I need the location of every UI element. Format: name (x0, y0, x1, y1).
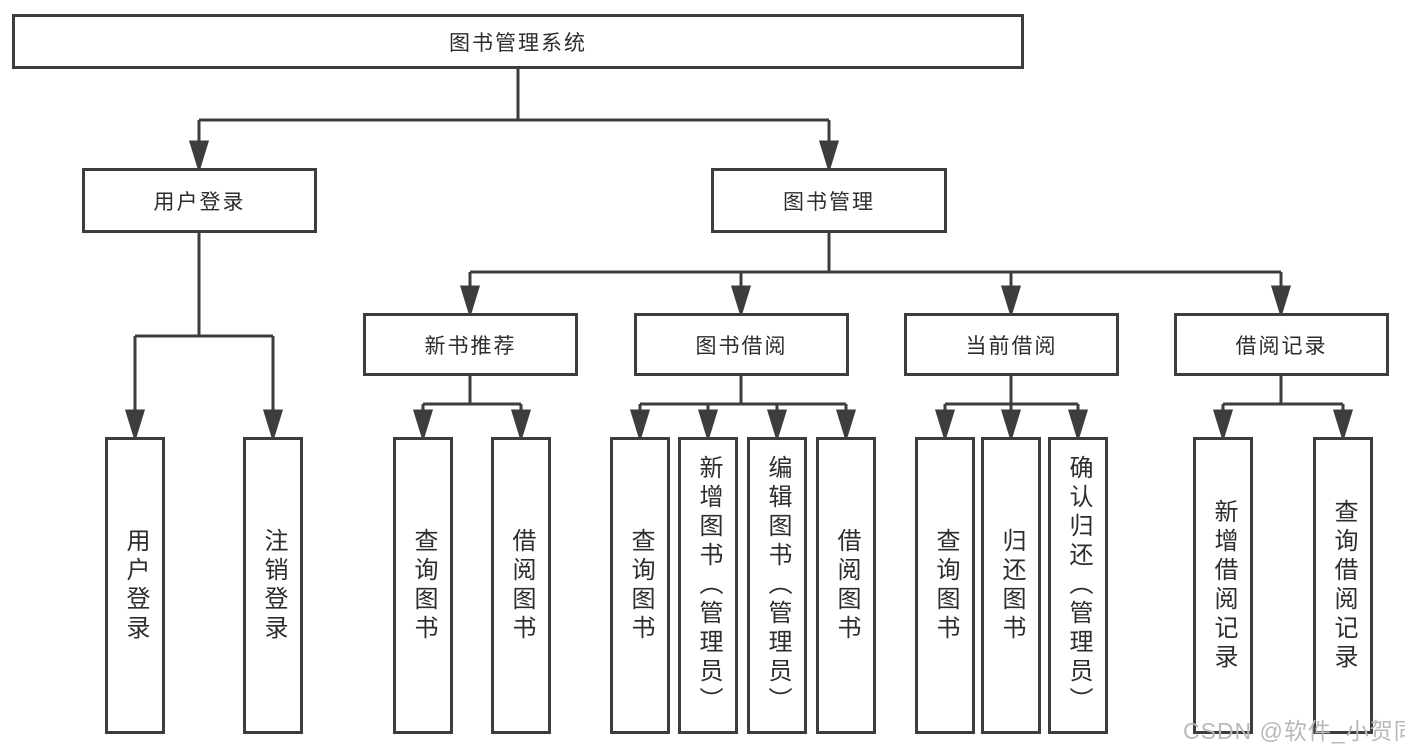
arrowhead-icon (766, 409, 788, 443)
node-book-borrow: 图书借阅 (634, 313, 849, 376)
leaf-query-books-recommend-label: 查询图书 (410, 527, 437, 644)
leaf-query-books-borrow-label: 查询图书 (627, 527, 654, 644)
leaf-query-books-recommend: 查询图书 (393, 437, 453, 734)
node-current-borrow: 当前借阅 (904, 313, 1119, 376)
connector-borrow-children (629, 376, 857, 443)
leaf-user-login: 用户登录 (105, 437, 165, 734)
connector-records-children (1212, 376, 1354, 443)
arrowhead-icon (818, 140, 840, 174)
leaf-borrow-books: 借阅图书 (816, 437, 876, 734)
connector-book-management-children (459, 233, 1292, 319)
arrowhead-icon (629, 409, 651, 443)
arrowhead-icon (459, 285, 481, 319)
leaf-borrow-books-recommend-label: 借阅图书 (508, 527, 535, 644)
connector-recommend-children (412, 376, 532, 443)
leaf-query-books-current-label: 查询图书 (932, 527, 959, 644)
arrowhead-icon (1332, 409, 1354, 443)
leaf-logout-login: 注销登录 (243, 437, 303, 734)
arrowhead-icon (1000, 285, 1022, 319)
arrowhead-icon (1000, 409, 1022, 443)
arrowhead-icon (124, 409, 146, 443)
leaf-return-books: 归还图书 (981, 437, 1041, 734)
leaf-query-borrow-record: 查询借阅记录 (1313, 437, 1373, 734)
leaf-return-books-label: 归还图书 (998, 527, 1025, 644)
arrowhead-icon (188, 140, 210, 174)
connector-root-to-level2 (188, 69, 840, 174)
node-user-login-label: 用户登录 (153, 190, 246, 214)
leaf-add-borrow-record-label: 新增借阅记录 (1210, 498, 1237, 673)
connector-user-login-children (124, 233, 284, 443)
leaf-confirm-return-admin: 确认归还（管理员） (1048, 437, 1108, 734)
node-borrow-records: 借阅记录 (1174, 313, 1389, 376)
node-user-login: 用户登录 (82, 168, 317, 233)
leaf-add-borrow-record: 新增借阅记录 (1193, 437, 1253, 734)
arrowhead-icon (934, 409, 956, 443)
node-root-label: 图书管理系统 (449, 31, 587, 55)
node-current-borrow-label: 当前借阅 (965, 334, 1058, 358)
leaf-user-login-label: 用户登录 (122, 527, 149, 644)
csdn-watermark: CSDN @软件_小贺同学 (1183, 718, 1405, 744)
arrowhead-icon (1212, 409, 1234, 443)
leaf-query-borrow-record-label: 查询借阅记录 (1330, 498, 1357, 673)
node-borrow-records-label: 借阅记录 (1235, 334, 1328, 358)
leaf-borrow-books-label: 借阅图书 (833, 527, 860, 644)
arrowhead-icon (1067, 409, 1089, 443)
leaf-borrow-books-recommend: 借阅图书 (491, 437, 551, 734)
node-book-management-label: 图书管理 (783, 190, 875, 214)
leaf-edit-books-admin-label: 编辑图书（管理员） (764, 455, 791, 716)
arrowhead-icon (510, 409, 532, 443)
node-new-book-recommend: 新书推荐 (363, 313, 578, 376)
node-root: 图书管理系统 (12, 14, 1024, 69)
arrowhead-icon (697, 409, 719, 443)
arrowhead-icon (412, 409, 434, 443)
leaf-add-books-admin-label: 新增图书（管理员） (695, 455, 722, 716)
leaf-query-books-borrow: 查询图书 (610, 437, 670, 734)
leaf-confirm-return-admin-label: 确认归还（管理员） (1065, 455, 1092, 716)
connector-current-children (934, 376, 1089, 443)
arrowhead-icon (835, 409, 857, 443)
node-new-book-recommend-label: 新书推荐 (424, 334, 517, 358)
leaf-add-books-admin: 新增图书（管理员） (678, 437, 738, 734)
arrowhead-icon (1270, 285, 1292, 319)
leaf-query-books-current: 查询图书 (915, 437, 975, 734)
arrowhead-icon (262, 409, 284, 443)
leaf-logout-login-label: 注销登录 (260, 527, 287, 644)
arrowhead-icon (730, 285, 752, 319)
node-book-management: 图书管理 (711, 168, 947, 233)
node-book-borrow-label: 图书借阅 (695, 334, 788, 358)
leaf-edit-books-admin: 编辑图书（管理员） (747, 437, 807, 734)
